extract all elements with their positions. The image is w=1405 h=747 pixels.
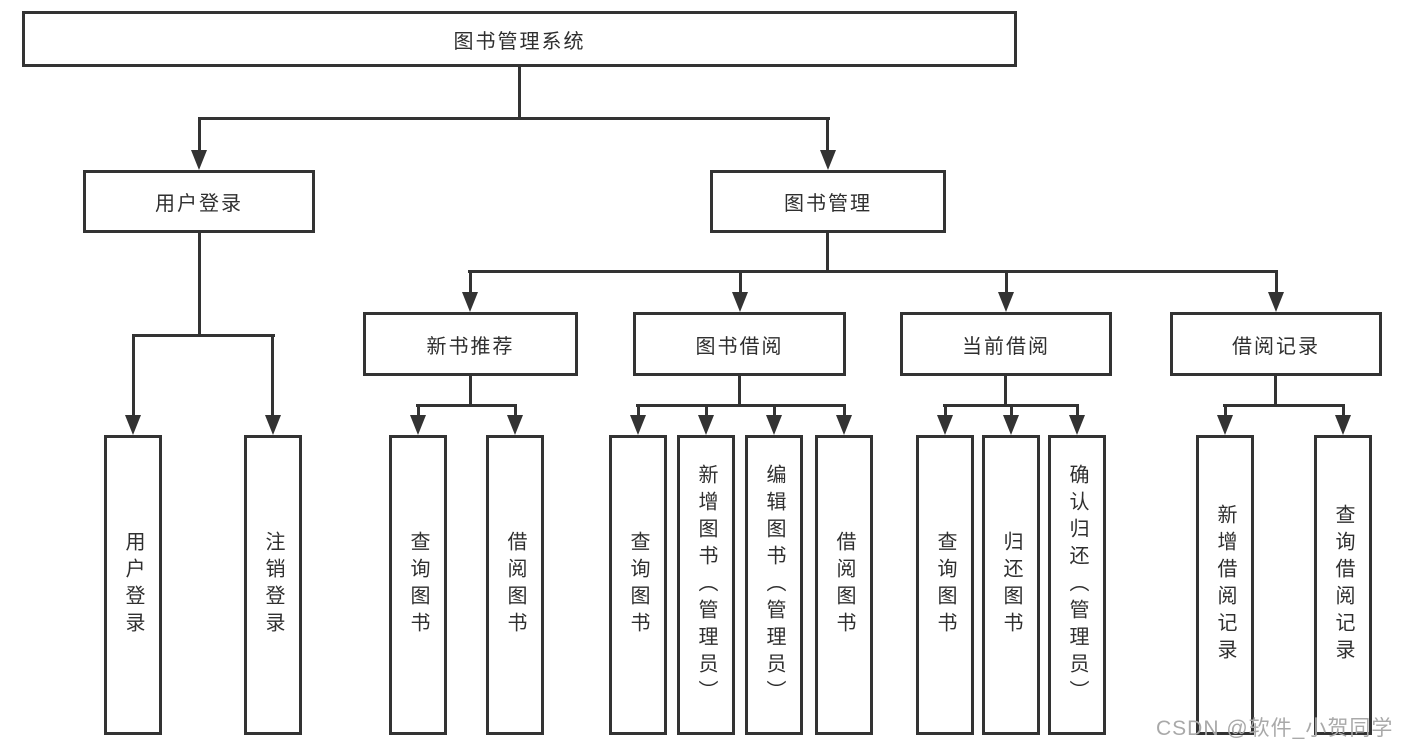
- leaf-borrow-books-recommend-label: 借阅图书: [504, 531, 526, 639]
- arrowhead-leaf-query-borrow: [630, 415, 646, 435]
- edge-to-book-borrow: [739, 270, 742, 296]
- leaf-query-borrow-record-label: 查询借阅记录: [1332, 504, 1354, 666]
- arrowhead-leaf-user-login: [125, 415, 141, 435]
- arrowhead-new-book-recommend: [462, 292, 478, 312]
- edge-book-management-bar: [468, 270, 1278, 273]
- leaf-add-borrow-record-label: 新增借阅记录: [1214, 504, 1236, 666]
- edge-book-management-trunk: [826, 233, 829, 272]
- node-user-login-label: 用户登录: [155, 193, 243, 215]
- edge-to-leaf-query-recommend: [417, 404, 420, 418]
- leaf-return-book: 归还图书: [982, 435, 1040, 735]
- edge-to-leaf-logout: [271, 334, 274, 418]
- arrowhead-leaf-borrow-book: [836, 415, 852, 435]
- edge-to-user-login: [198, 117, 201, 153]
- edge-current-trunk: [1004, 376, 1007, 407]
- edge-recommend-bar: [416, 404, 517, 407]
- edge-to-leaf-query-current: [944, 404, 947, 418]
- edge-to-leaf-borrow-recommend: [514, 404, 517, 418]
- leaf-edit-book-admin: 编辑图书（管理员）: [745, 435, 803, 735]
- arrowhead-leaf-query-record: [1335, 415, 1351, 435]
- edge-to-leaf-edit-book: [773, 404, 776, 418]
- arrowhead-leaf-logout: [265, 415, 281, 435]
- node-current-borrow-label: 当前借阅: [962, 335, 1050, 358]
- leaf-query-books-recommend-label: 查询图书: [407, 531, 429, 639]
- edge-to-leaf-add-record: [1224, 404, 1227, 418]
- leaf-borrow-books-borrow-label: 借阅图书: [833, 531, 855, 639]
- edge-to-leaf-query-borrow: [637, 404, 640, 418]
- node-new-book-recommend-label: 新书推荐: [426, 335, 515, 358]
- edge-user-login-bar: [132, 334, 275, 337]
- arrowhead-leaf-borrow-recommend: [507, 415, 523, 435]
- leaf-query-books-recommend: 查询图书: [389, 435, 447, 735]
- arrowhead-leaf-query-recommend: [410, 415, 426, 435]
- edge-records-bar: [1223, 404, 1345, 407]
- node-book-borrow: 图书借阅: [633, 312, 846, 376]
- leaf-query-books-borrow: 查询图书: [609, 435, 667, 735]
- edge-borrow-bar: [636, 404, 846, 407]
- edge-to-leaf-confirm-return: [1076, 404, 1079, 418]
- arrowhead-leaf-add-record: [1217, 415, 1233, 435]
- leaf-user-login-label: 用户登录: [122, 531, 144, 639]
- leaf-query-books-current: 查询图书: [916, 435, 974, 735]
- edge-to-leaf-borrow-book: [843, 404, 846, 418]
- edge-to-leaf-add-book: [705, 404, 708, 418]
- arrowhead-current-borrow: [998, 292, 1014, 312]
- leaf-query-books-borrow-label: 查询图书: [627, 531, 649, 639]
- edge-to-new-book-recommend: [469, 270, 472, 296]
- arrowhead-leaf-query-current: [937, 415, 953, 435]
- edge-to-current-borrow: [1005, 270, 1008, 296]
- edge-to-book-management: [826, 117, 829, 153]
- node-book-management: 图书管理: [710, 170, 946, 233]
- leaf-borrow-books-recommend: 借阅图书: [486, 435, 544, 735]
- leaf-confirm-return-admin: 确认归还（管理员）: [1048, 435, 1106, 735]
- leaf-logout: 注销登录: [244, 435, 302, 735]
- edge-records-trunk: [1274, 376, 1277, 407]
- leaf-add-book-admin-label: 新增图书（管理员）: [695, 463, 717, 707]
- edge-to-leaf-query-record: [1342, 404, 1345, 418]
- node-user-login: 用户登录: [83, 170, 315, 233]
- edge-borrow-trunk: [738, 376, 741, 407]
- leaf-logout-label: 注销登录: [262, 531, 284, 639]
- arrowhead-book-management: [820, 150, 836, 170]
- node-new-book-recommend: 新书推荐: [363, 312, 578, 376]
- edge-recommend-trunk: [469, 376, 472, 407]
- arrowhead-leaf-return-book: [1003, 415, 1019, 435]
- node-current-borrow: 当前借阅: [900, 312, 1112, 376]
- node-borrow-records: 借阅记录: [1170, 312, 1382, 376]
- edge-to-leaf-return-book: [1010, 404, 1013, 418]
- edge-root-trunk: [518, 66, 521, 119]
- leaf-user-login: 用户登录: [104, 435, 162, 735]
- node-root-label: 图书管理系统: [453, 30, 586, 53]
- node-book-management-label: 图书管理: [784, 193, 872, 215]
- leaf-add-borrow-record: 新增借阅记录: [1196, 435, 1254, 735]
- edge-user-login-trunk: [198, 233, 201, 336]
- leaf-edit-book-admin-label: 编辑图书（管理员）: [763, 463, 785, 707]
- arrowhead-user-login: [191, 150, 207, 170]
- arrowhead-borrow-records: [1268, 292, 1284, 312]
- node-book-borrow-label: 图书借阅: [695, 335, 784, 358]
- arrowhead-leaf-add-book: [698, 415, 714, 435]
- edge-to-borrow-records: [1275, 270, 1278, 296]
- leaf-query-borrow-record: 查询借阅记录: [1314, 435, 1372, 735]
- edge-root-bar: [198, 117, 830, 120]
- node-root: 图书管理系统: [22, 11, 1017, 67]
- arrowhead-leaf-edit-book: [766, 415, 782, 435]
- node-borrow-records-label: 借阅记录: [1232, 335, 1320, 358]
- leaf-return-book-label: 归还图书: [1000, 531, 1022, 639]
- edge-to-leaf-user-login: [132, 334, 135, 418]
- arrowhead-leaf-confirm-return: [1069, 415, 1085, 435]
- leaf-query-books-current-label: 查询图书: [934, 531, 956, 639]
- csdn-watermark: CSDN @软件_小贺同学: [1156, 717, 1394, 740]
- leaf-borrow-books-borrow: 借阅图书: [815, 435, 873, 735]
- leaf-confirm-return-admin-label: 确认归还（管理员）: [1066, 463, 1088, 707]
- leaf-add-book-admin: 新增图书（管理员）: [677, 435, 735, 735]
- arrowhead-book-borrow: [732, 292, 748, 312]
